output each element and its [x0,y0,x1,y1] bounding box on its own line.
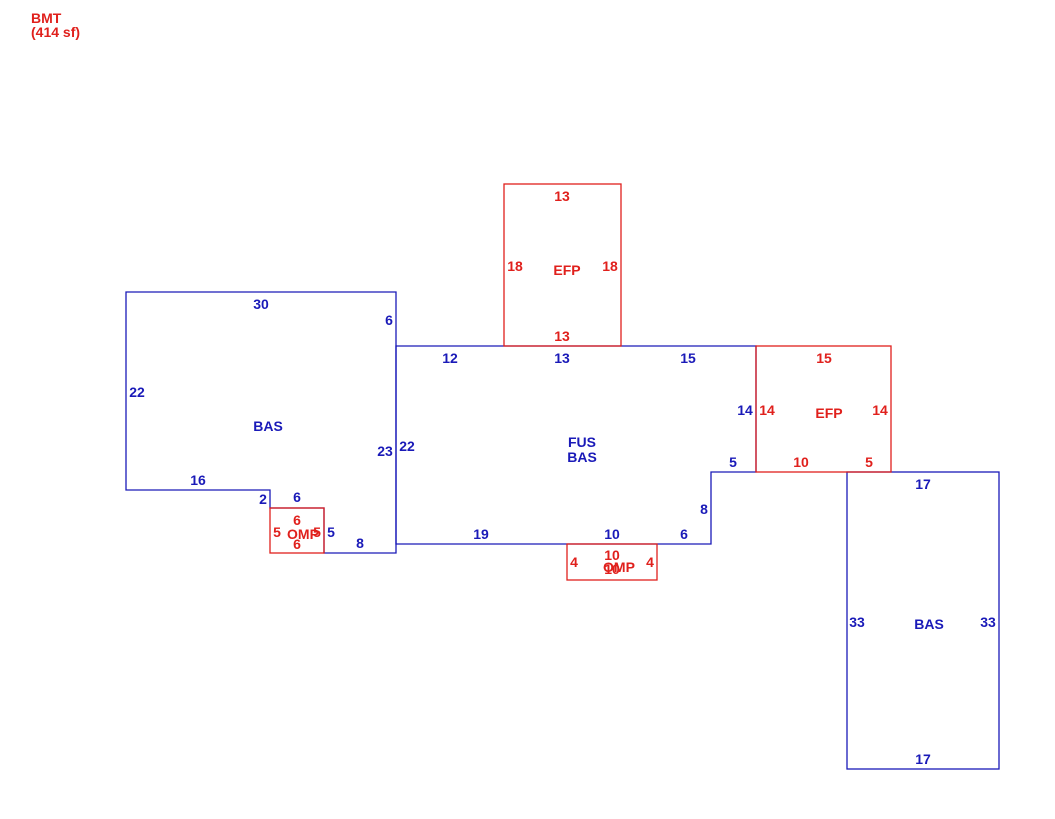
efp-right-dim-right: 14 [872,402,888,418]
legend-code: BMT [31,10,62,26]
fus-center-dim-bottom-left: 19 [473,526,489,542]
omp-center-outline [566,543,658,581]
omp-center-dim-left: 4 [570,554,578,570]
bas-right-outline [846,471,1000,770]
bas-left-dim-bottom-right: 8 [356,535,364,551]
omp-left-labels: OMP 6 5 5 6 [273,512,321,552]
omp-center-dim-right: 4 [646,554,654,570]
fus-center-area-label-line1: FUS [568,434,596,450]
omp-left-outline [269,507,325,554]
omp-center-labels: OMP 10 4 4 10 [570,547,654,577]
efp-top-area-label: EFP [553,262,580,278]
efp-top-dim-right: 18 [602,258,618,274]
bas-right-dim-bottom: 17 [915,751,931,767]
bas-right-dim-top: 17 [915,476,931,492]
efp-right-area-label: EFP [815,405,842,421]
bas-left-dim-notch: 2 [259,491,267,507]
fus-center-dim-step: 5 [729,454,737,470]
fus-center-dim-top-right: 15 [680,350,696,366]
fus-center-labels: FUS BAS 12 13 15 14 22 5 8 19 10 6 [399,350,753,542]
efp-top-outline [503,183,622,347]
bas-left-dim-right-lower: 23 [377,443,393,459]
fus-center-dim-top-mid: 13 [554,350,570,366]
bas-left-dim-left: 22 [129,384,145,400]
bas-right-dim-right: 33 [980,614,996,630]
efp-top-dim-bottom: 13 [554,328,570,344]
omp-left-dim-bottom: 6 [293,536,301,552]
omp-left-dim-top: 6 [293,512,301,528]
efp-top-dim-top: 13 [554,188,570,204]
efp-top-dim-left: 18 [507,258,523,274]
efp-right-labels: EFP 15 14 14 10 5 [759,350,888,470]
fus-center-dim-right: 14 [737,402,753,418]
omp-center-dim-top: 10 [604,547,620,563]
legend-area: (414 sf) [31,24,81,40]
efp-right-dim-bottom: 10 [793,454,809,470]
sketch-legend: BMT (414 sf) [31,11,80,39]
fus-center-dim-top-left: 12 [442,350,458,366]
efp-right-dim-bottom-right: 5 [865,454,873,470]
omp-left-area-label: OMP [287,526,319,542]
bas-left-dim-right-small: 5 [327,524,335,540]
bas-right-dim-left: 33 [849,614,865,630]
fus-center-dim-step-vertical: 8 [700,501,708,517]
efp-right-outline [755,345,892,473]
efp-right-dim-left: 14 [759,402,775,418]
fus-center-dim-left: 22 [399,438,415,454]
omp-left-dim-right: 5 [313,524,321,540]
porch-outlines [269,183,892,581]
bas-right-area-label: BAS [914,616,944,632]
bas-left-dim-top: 30 [253,296,269,312]
bas-left-dim-notch-top: 6 [293,489,301,505]
fus-center-area-label-line2: BAS [567,449,597,465]
omp-center-area-label: OMP [603,559,635,575]
efp-right-dim-top: 15 [816,350,832,366]
fus-center-dim-bottom-right: 6 [680,526,688,542]
bas-left-dim-bottom: 16 [190,472,206,488]
fus-center-dim-bottom-mid: 10 [604,526,620,542]
omp-left-dim-left: 5 [273,524,281,540]
bas-left-dim-right-upper: 6 [385,312,393,328]
bas-left-area-label: BAS [253,418,283,434]
bas-left-labels: BAS 30 6 22 23 16 2 6 5 8 [129,296,393,551]
omp-center-dim-bottom: 10 [604,561,620,577]
efp-top-labels: EFP 13 18 18 13 [507,188,618,344]
bas-right-labels: BAS 17 33 33 17 [849,476,996,767]
